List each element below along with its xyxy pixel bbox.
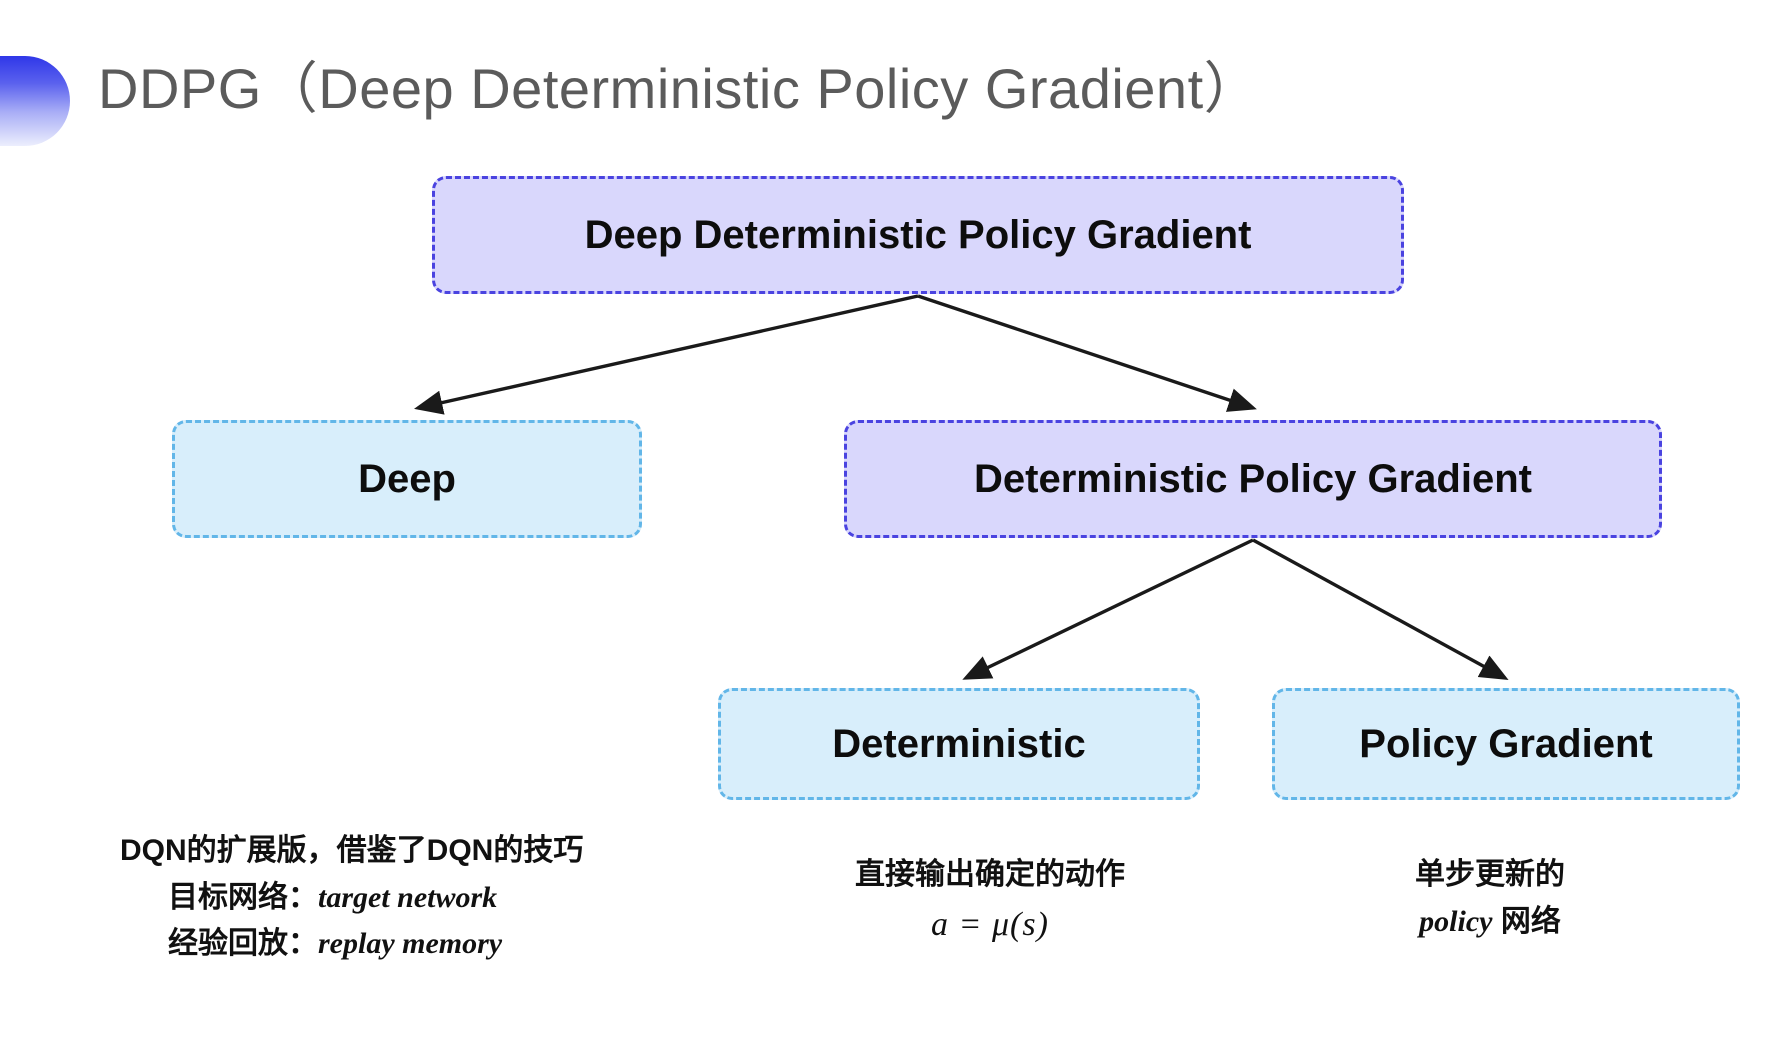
- node-deterministic[interactable]: Deterministic: [718, 688, 1200, 800]
- caption-deep-line-2: 目标网络：target network: [120, 875, 720, 922]
- caption-deterministic-formula: a = μ(s): [931, 905, 1049, 943]
- half-circle-gradient-icon: [0, 56, 70, 146]
- caption-deep-line-3-label: 经验回放：: [168, 927, 318, 960]
- node-label: Deterministic Policy Gradient: [974, 457, 1532, 501]
- node-label: Deterministic: [832, 722, 1086, 766]
- caption-deterministic-line-1: 直接输出确定的动作: [855, 858, 1125, 891]
- caption-deep-line-2-label: 目标网络：: [168, 880, 318, 914]
- caption-deterministic: 直接输出确定的动作 a = μ(s): [790, 852, 1190, 951]
- caption-policy-gradient-line-2: policy 网络: [1310, 899, 1670, 946]
- caption-deep: DQN的扩展版，借鉴了DQN的技巧 目标网络：target network 经验…: [120, 828, 720, 968]
- page-title: DDPG（Deep Deterministic Policy Gradient）: [98, 57, 1261, 120]
- node-policy-gradient[interactable]: Policy Gradient: [1272, 688, 1740, 800]
- node-label: Deep Deterministic Policy Gradient: [584, 213, 1252, 257]
- slide-title-row: DDPG（Deep Deterministic Policy Gradient）: [0, 48, 1778, 158]
- edge-root-to-deep: [414, 294, 919, 415]
- caption-policy-gradient-term: policy: [1419, 904, 1493, 938]
- caption-deep-line-3-term: replay memory: [318, 927, 503, 960]
- edge-dpg-to-policy-gradient: [1252, 538, 1509, 680]
- edge-dpg-to-deterministic: [962, 538, 1254, 680]
- caption-policy-gradient: 单步更新的 policy 网络: [1310, 852, 1670, 945]
- node-label: Deep: [358, 457, 456, 501]
- caption-policy-gradient-suffix: 网络: [1492, 904, 1561, 938]
- caption-deep-line-3: 经验回放：replay memory: [120, 921, 720, 968]
- node-deterministic-policy-gradient[interactable]: Deterministic Policy Gradient: [844, 420, 1662, 538]
- caption-deep-line-2-term: target network: [318, 880, 498, 914]
- caption-policy-gradient-line-1: 单步更新的: [1415, 858, 1565, 891]
- node-label: Policy Gradient: [1359, 722, 1653, 766]
- node-deep[interactable]: Deep: [172, 420, 642, 538]
- node-deep-deterministic-policy-gradient[interactable]: Deep Deterministic Policy Gradient: [432, 176, 1404, 294]
- caption-deep-line-1: DQN的扩展版，借鉴了DQN的技巧: [120, 834, 584, 867]
- edge-root-to-dpg: [917, 294, 1257, 412]
